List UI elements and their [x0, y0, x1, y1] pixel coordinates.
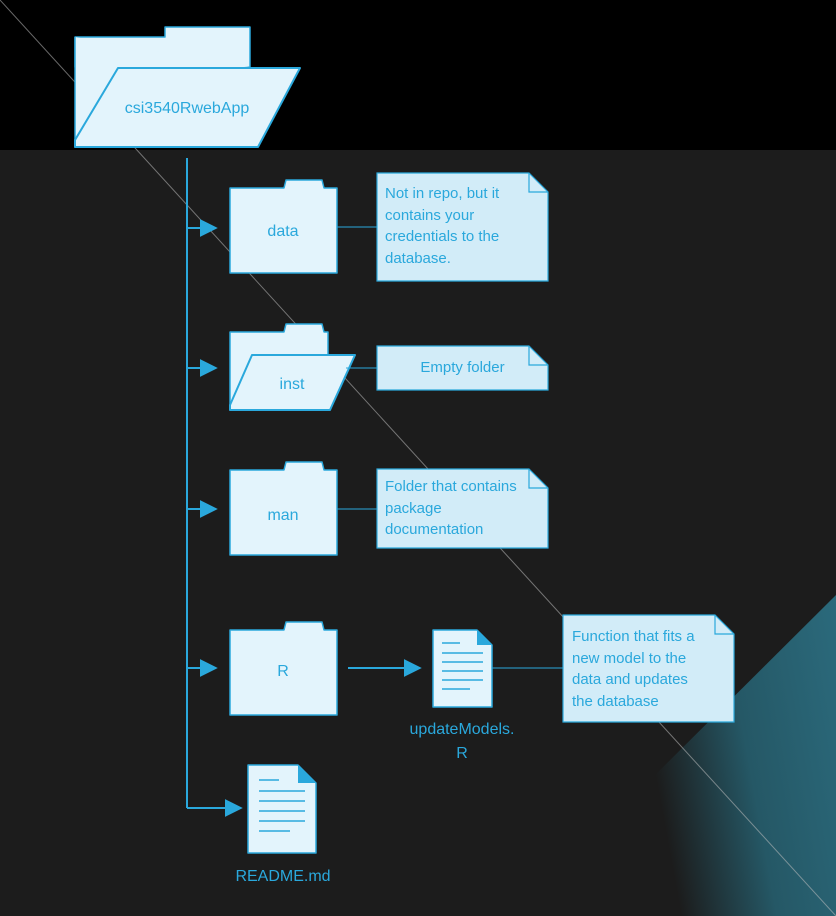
folder-icon-inst-open[interactable]: [229, 323, 356, 411]
note-text-updatemodels: Function that fits a new model to the da…: [572, 628, 695, 710]
folder-icon-data[interactable]: [229, 179, 338, 274]
file-label-updatemodels-line1: updateModels.: [410, 721, 515, 738]
folder-label-r: R: [277, 663, 289, 680]
document-icon-readme[interactable]: [247, 764, 317, 854]
folder-icon-r[interactable]: [229, 621, 338, 716]
note-text-man: Folder that contains package documentati…: [385, 478, 517, 538]
note-inst: [376, 345, 549, 391]
document-icon-updatemodels[interactable]: [432, 629, 493, 708]
note-data: [376, 172, 549, 282]
folder-label-data: data: [267, 223, 298, 240]
note-man: [376, 468, 549, 549]
file-label-updatemodels-line2: R: [456, 745, 468, 762]
root-folder-icon[interactable]: [74, 26, 301, 148]
file-label-readme: README.md: [235, 868, 330, 885]
note-updatemodels: [562, 614, 735, 723]
folder-icon-man[interactable]: [229, 461, 338, 556]
note-text-inst: Empty folder: [420, 359, 505, 376]
folder-label-man: man: [267, 507, 298, 524]
root-folder-label: csi3540RwebApp: [125, 100, 250, 117]
folder-label-inst: inst: [280, 376, 305, 393]
note-text-data: Not in repo, but it contains your creden…: [385, 185, 500, 267]
teal-accent-shape: [640, 595, 836, 916]
